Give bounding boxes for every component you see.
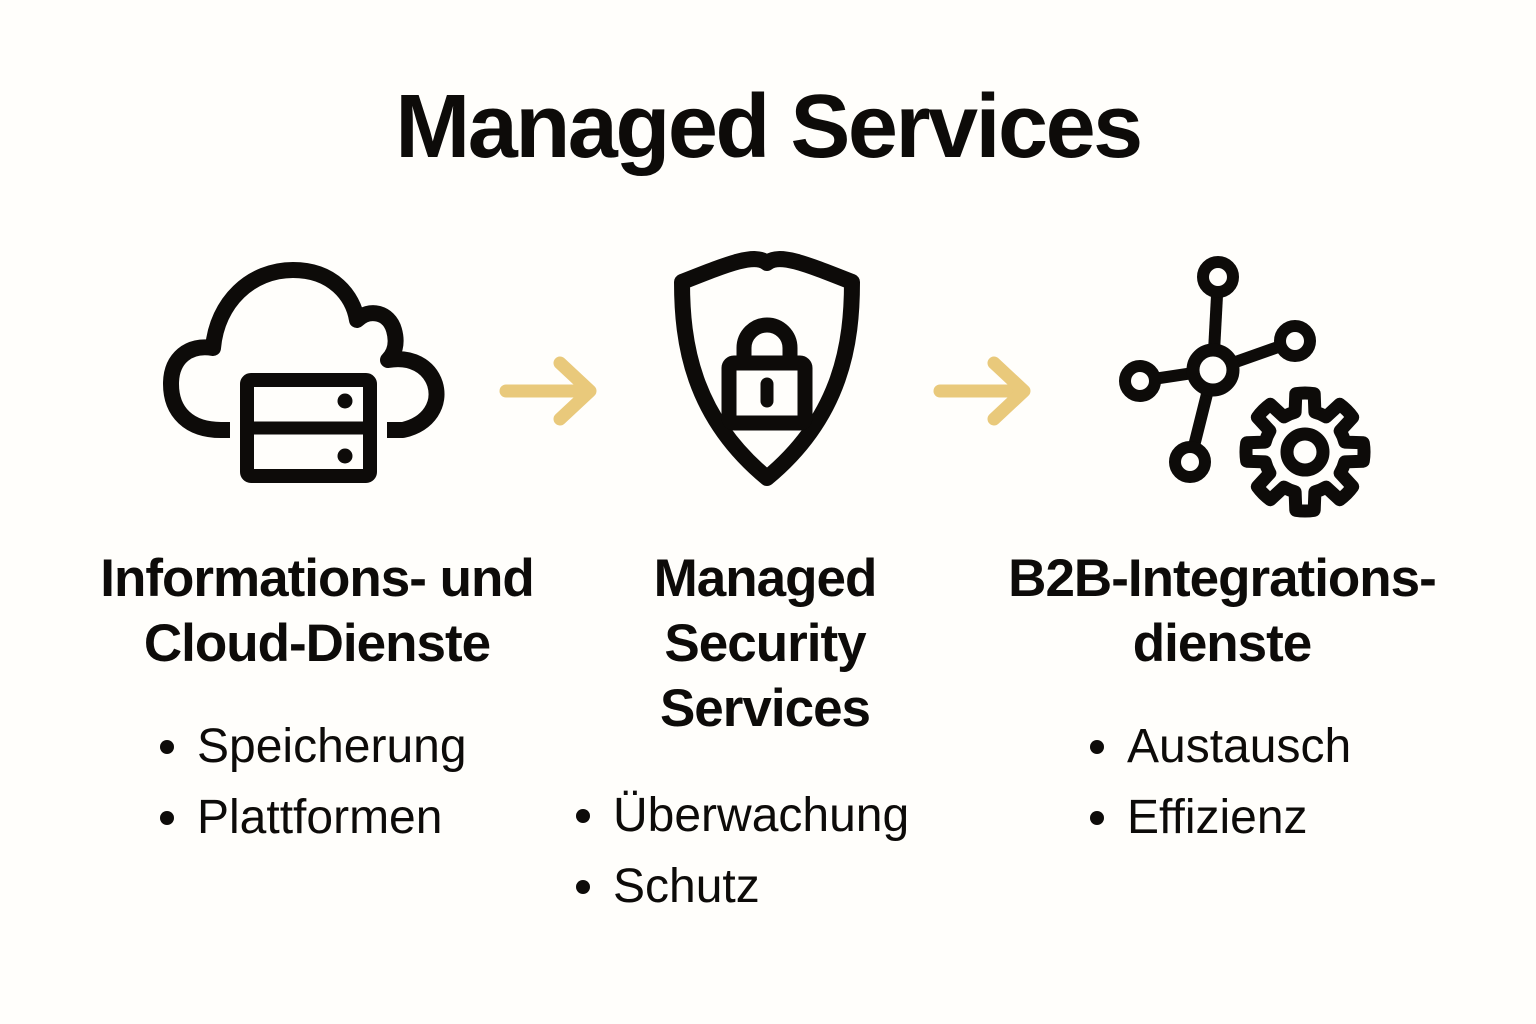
heading-line: Managed [653,549,878,608]
list-item: Plattformen [160,794,467,842]
flow-arrow-icon [933,356,1031,426]
page-title: Managed Services [395,77,1143,177]
column-heading-cloud-services: Informations- und Cloud-Dienste [67,546,567,676]
heading-line: Cloud-Dienste [143,614,491,673]
cloud-server-icon [163,262,445,485]
flow-arrow-icon [499,356,597,426]
bullet-list-security-services: Überwachung Schutz [576,792,909,934]
bullet-label: Plattformen [197,791,443,844]
heading-line: Security [664,614,866,673]
list-item: Austausch [1090,723,1351,771]
bullet-label: Überwachung [613,789,910,842]
bullet-list-b2b-integration: Austausch Effizienz [1090,723,1351,865]
heading-line: dienste [1132,614,1313,673]
bullet-label: Speicherung [197,720,467,773]
list-item: Effizienz [1090,794,1351,842]
bullet-list-cloud-services: Speicherung Plattformen [160,723,467,865]
list-item: Schutz [576,863,909,911]
bullet-label: Schutz [613,860,760,913]
shield-lock-icon [674,251,860,486]
bullet-dot [1090,811,1104,825]
network-gear-icon [1119,256,1371,518]
bullet-label: Effizienz [1127,791,1308,844]
list-item: Speicherung [160,723,467,771]
bullet-dot [160,740,174,754]
list-item: Überwachung [576,792,909,840]
heading-line: Informations- und [100,549,534,608]
column-heading-b2b-integration: B2B-Integrations- dienste [972,546,1472,676]
bullet-label: Austausch [1127,720,1352,773]
heading-line: Services [659,679,871,738]
bullet-dot [576,880,590,894]
bullet-dot [1090,740,1104,754]
bullet-dot [576,809,590,823]
column-heading-security-services: Managed Security Services [515,546,1015,741]
heading-line: B2B-Integrations- [1008,549,1437,608]
bullet-dot [160,811,174,825]
